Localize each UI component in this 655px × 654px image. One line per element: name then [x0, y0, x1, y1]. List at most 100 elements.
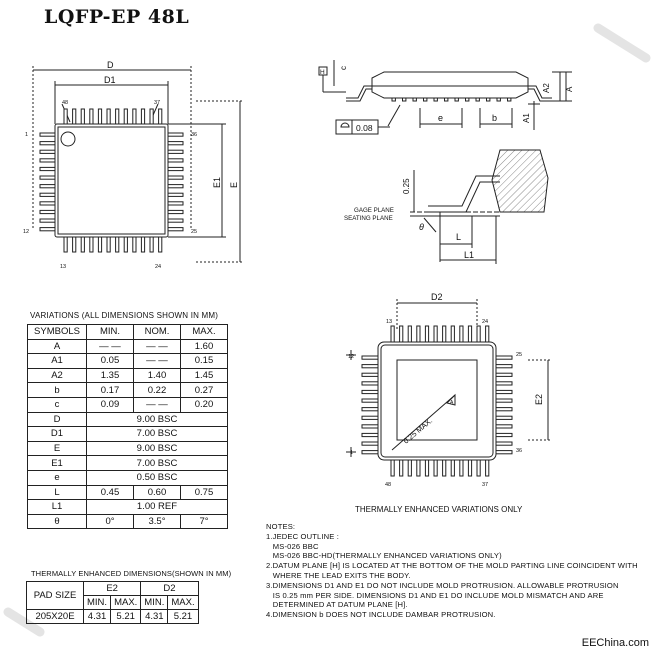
table-cell: 1.45	[180, 367, 228, 384]
lead	[399, 459, 404, 477]
table-cell: 7°	[180, 513, 228, 530]
lead	[167, 201, 184, 206]
watermark: EEChina.com	[581, 637, 649, 649]
lead	[39, 184, 56, 189]
lead	[485, 325, 490, 343]
label-radius: 0.25 MAX.	[402, 416, 435, 445]
lead	[167, 141, 184, 146]
table-cell: 0.17	[86, 382, 134, 398]
table-cell: 0.05	[86, 353, 134, 369]
thermal-cell: 4.31	[82, 609, 112, 624]
table-cell: 0.20	[180, 396, 228, 413]
lead	[115, 236, 120, 253]
label-d: D	[107, 60, 114, 70]
table-cell: 9.00 BSC	[86, 440, 228, 457]
table-cell: — —	[86, 338, 134, 355]
table-cell: A	[27, 338, 87, 355]
lead	[444, 97, 449, 102]
notes-block: NOTES:1.JEDEC OUTLINE : MS-026 BBC MS-02…	[266, 522, 638, 620]
pin-36: 36	[191, 132, 197, 138]
lead	[106, 236, 111, 253]
lead	[361, 355, 379, 360]
lead	[361, 441, 379, 446]
label-c: c	[339, 66, 348, 70]
thermal-variation-note: THERMALLY ENHANCED VARIATIONS ONLY	[355, 505, 523, 514]
lead	[495, 372, 513, 377]
ep-pin-37: 37	[482, 482, 488, 488]
lead	[495, 407, 513, 412]
ep-leads	[361, 325, 513, 477]
lead	[495, 389, 513, 395]
note-line: IS 0.25 mm PER SIDE. DIMENSIONS D1 AND E…	[266, 590, 604, 600]
lead	[412, 97, 417, 102]
lead	[140, 108, 146, 125]
label-seating-plane: SEATING PLANE	[344, 215, 393, 222]
top-view	[32, 66, 244, 263]
lead	[167, 166, 184, 172]
note-line: 4.DIMENSION b DOES NOT INCLUDE DAMBAR PR…	[266, 610, 496, 620]
table-cell: 0.09	[86, 396, 134, 413]
lead	[72, 108, 77, 125]
thermal-subheader: MIN.	[82, 595, 112, 610]
note-line: DETERMINED AT DATUM PLANE [H].	[266, 600, 408, 610]
lead	[495, 398, 513, 403]
lead	[416, 325, 421, 343]
lead	[97, 236, 103, 253]
table-cell: 9.00 BSC	[86, 411, 228, 428]
lead	[361, 424, 379, 429]
lead	[485, 459, 490, 477]
lead	[167, 218, 184, 223]
lead	[361, 407, 379, 412]
lead	[89, 236, 94, 253]
lead	[402, 97, 407, 102]
lead	[80, 108, 85, 125]
side-body	[371, 71, 529, 99]
ep-pin-36: 36	[516, 448, 522, 454]
side-leads	[391, 97, 512, 102]
lead	[390, 325, 395, 343]
label-l: L	[456, 232, 461, 242]
lead	[486, 97, 491, 102]
table-cell: E	[27, 440, 87, 457]
pin-13: 13	[60, 264, 66, 270]
lead	[424, 459, 430, 477]
lead	[361, 381, 379, 386]
note-line: 3.DIMENSIONS D1 AND E1 DO NOT INCLUDE MO…	[266, 580, 619, 590]
lead	[167, 184, 184, 189]
lead	[149, 108, 154, 125]
table-cell: 0.45	[86, 484, 134, 501]
lead	[399, 325, 404, 343]
lead	[39, 218, 56, 223]
table-cell: 0.50 BSC	[86, 469, 228, 486]
table-cell: — —	[133, 396, 181, 413]
pin-37: 37	[154, 100, 160, 106]
lead	[450, 325, 455, 343]
table-cell: E1	[27, 455, 87, 471]
side-view	[318, 60, 572, 135]
lead	[361, 450, 379, 455]
lead	[407, 459, 412, 477]
exposed-pad	[396, 359, 478, 441]
lead	[167, 227, 184, 232]
lead	[433, 459, 438, 477]
label-coplanarity: 0.08	[356, 123, 373, 133]
lead	[391, 97, 396, 102]
label-triangle-a: A	[450, 400, 454, 406]
thermal-cell: 5.21	[167, 609, 199, 624]
lead	[167, 192, 184, 197]
lead	[495, 450, 513, 455]
mold-section	[491, 149, 549, 213]
label-d2: D2	[431, 292, 443, 302]
lead	[158, 236, 163, 253]
table-cell: b	[27, 382, 87, 398]
top-body	[54, 123, 169, 238]
